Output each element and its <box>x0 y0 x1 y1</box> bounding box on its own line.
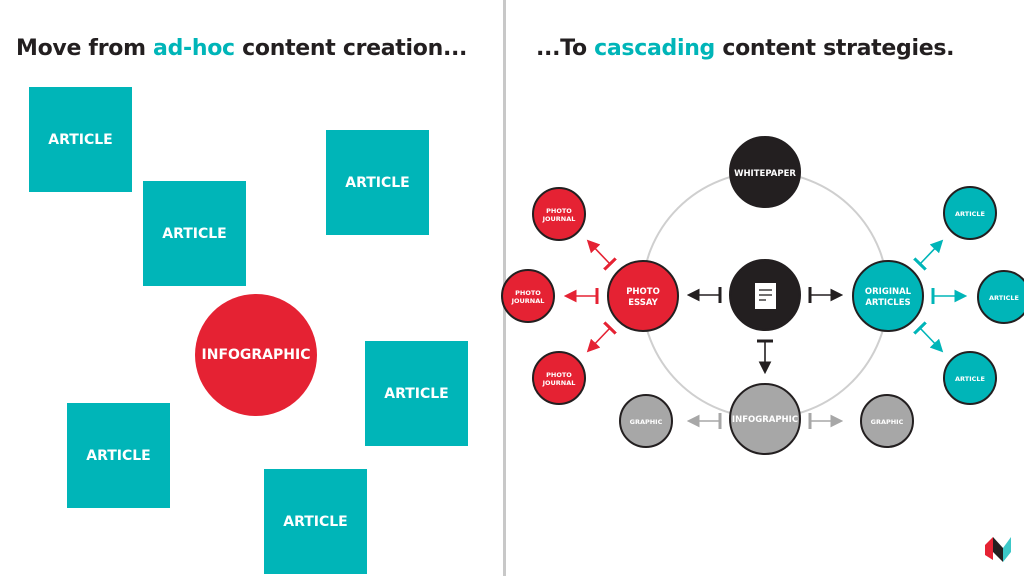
infographic-node <box>729 383 801 455</box>
article-box: ARTICLE <box>264 469 367 574</box>
graphic-node <box>619 394 673 448</box>
article-box: ARTICLE <box>29 87 132 192</box>
graphic-node <box>860 394 914 448</box>
whitepaper-label: WHITEPAPER <box>734 169 796 179</box>
whitepaper-node <box>729 136 801 208</box>
article-node <box>977 270 1024 324</box>
original-articles-node <box>852 260 924 332</box>
arrow <box>586 239 617 271</box>
document-icon <box>755 283 776 309</box>
arrow <box>913 239 944 271</box>
photo-essay-label: PHOTO <box>626 287 660 297</box>
photo-essay-node <box>607 260 679 332</box>
article-box: ARTICLE <box>67 403 170 508</box>
photo-journal-label: PHOTO <box>515 289 541 297</box>
infographic-label: INFOGRAPHIC <box>732 415 798 425</box>
photo-journal-label: PHOTO <box>546 371 572 379</box>
photo-journal-label: JOURNAL <box>542 215 576 223</box>
arrow <box>913 321 944 353</box>
article-box: ARTICLE <box>143 181 246 286</box>
article-label: ARTICLE <box>955 210 985 218</box>
article-node <box>943 186 997 240</box>
article-label: ARTICLE <box>989 294 1019 302</box>
photo-essay-label: ESSAY <box>628 298 658 308</box>
arrow <box>586 321 617 353</box>
brand-logo <box>985 537 1011 562</box>
photo-journal-node <box>532 187 586 241</box>
original-articles-label: ARTICLES <box>865 298 910 308</box>
right-title: ...To cascading content strategies. <box>536 36 955 61</box>
photo-journal-label: PHOTO <box>546 207 572 215</box>
original-articles-label: ORIGINAL <box>865 287 912 297</box>
left-title: Move from ad-hoc content creation... <box>16 36 468 61</box>
photo-journal-label: JOURNAL <box>542 379 576 387</box>
article-label: ARTICLE <box>955 375 985 383</box>
article-box: ARTICLE <box>365 341 468 446</box>
graphic-label: GRAPHIC <box>630 418 663 426</box>
article-box: ARTICLE <box>326 130 429 235</box>
infographic-circle: INFOGRAPHIC <box>195 294 317 416</box>
article-node <box>943 351 997 405</box>
photo-journal-node <box>532 351 586 405</box>
graphic-label: GRAPHIC <box>871 418 904 426</box>
photo-journal-label: JOURNAL <box>511 297 545 305</box>
photo-journal-node <box>501 269 555 323</box>
